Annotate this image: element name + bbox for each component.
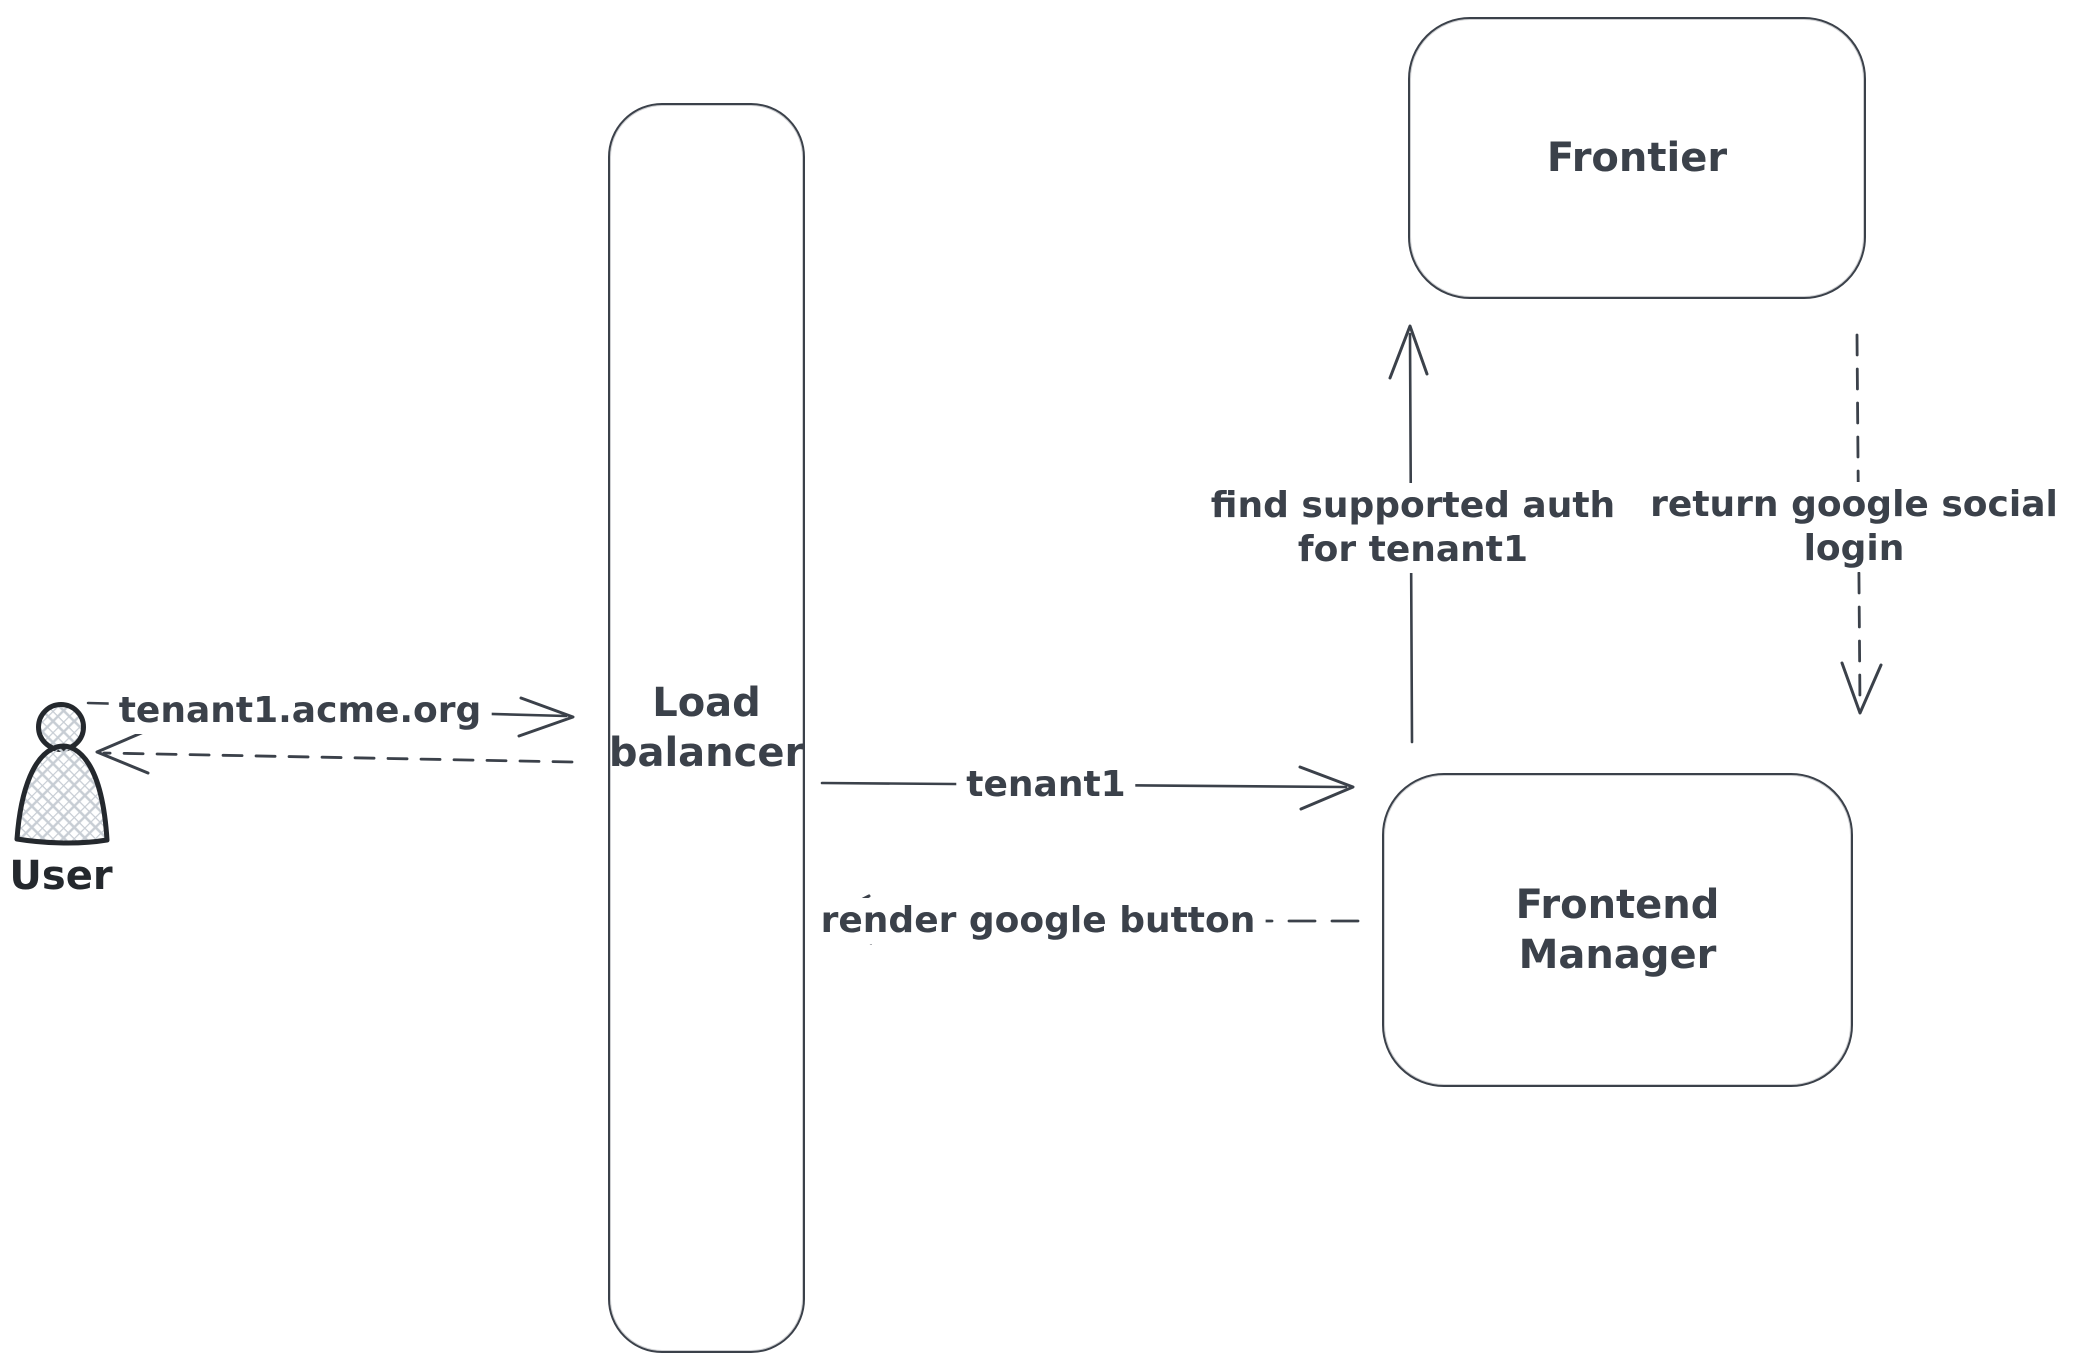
user-icon bbox=[14, 702, 110, 846]
return-google-social-login-arrow-label: return google social login bbox=[1640, 482, 2068, 572]
user-label: User bbox=[9, 853, 113, 899]
user-icon-head bbox=[36, 702, 86, 752]
find-supported-auth-arrow-label: find supported auth for tenant1 bbox=[1200, 483, 1626, 573]
frontend-manager-label-line1: Frontend bbox=[1515, 882, 1720, 928]
frontier-node: Frontier bbox=[1408, 17, 1866, 299]
frontend-manager-label-line2: Manager bbox=[1518, 932, 1717, 978]
find-supported-auth-label-line1: find supported auth bbox=[1210, 485, 1616, 526]
load-balancer-node: Load balancer bbox=[608, 103, 805, 1353]
frontier-label: Frontier bbox=[1546, 135, 1728, 181]
load-balancer-label-line1: Load bbox=[652, 680, 761, 726]
arrow-response bbox=[95, 729, 574, 775]
request-arrow-label: tenant1.acme.org bbox=[108, 688, 492, 734]
frontend-manager-node: Frontend Manager bbox=[1382, 773, 1853, 1087]
render-google-button-arrow-label: render google button bbox=[810, 898, 1266, 944]
load-balancer-label-line2: balancer bbox=[608, 730, 805, 776]
find-supported-auth-label-line2: for tenant1 bbox=[1297, 529, 1529, 570]
return-google-social-login-label-line2: login bbox=[1803, 528, 1905, 569]
user-icon-body bbox=[14, 743, 110, 846]
tenant1-arrow-label: tenant1 bbox=[956, 762, 1136, 808]
return-google-social-login-label-line1: return google social bbox=[1650, 484, 2058, 525]
